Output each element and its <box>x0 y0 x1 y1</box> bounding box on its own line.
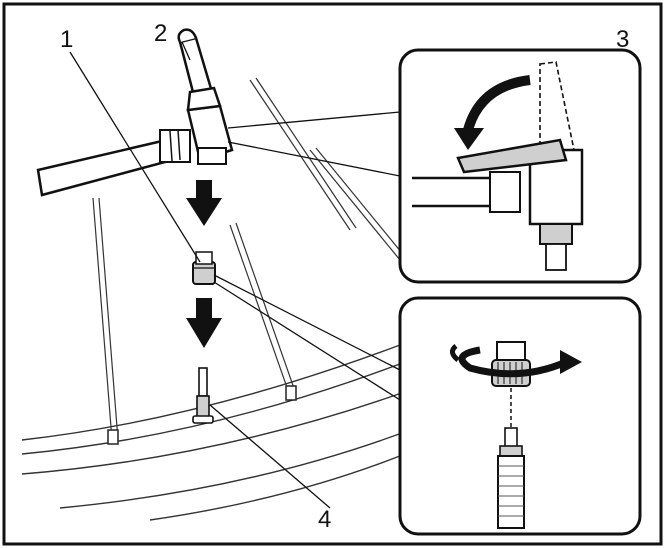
presta-valve <box>192 367 214 424</box>
callout-1: 1 <box>60 26 74 53</box>
wheel-spokes <box>92 77 407 441</box>
spoke-nipple <box>107 429 119 445</box>
detail-panel-adapter <box>398 296 642 536</box>
detail-panel-lever <box>398 48 642 284</box>
valve-adapter <box>192 251 216 285</box>
callout-4: 4 <box>318 506 332 533</box>
pump-head <box>177 28 234 165</box>
rotation-arrow-tail <box>450 344 460 362</box>
pump-hose <box>36 129 191 197</box>
spoke-nipple <box>285 385 297 401</box>
callout-2: 2 <box>154 20 168 47</box>
down-arrow-icon <box>186 180 222 226</box>
callout-3: 3 <box>616 26 630 53</box>
down-arrow-icon <box>186 298 222 348</box>
